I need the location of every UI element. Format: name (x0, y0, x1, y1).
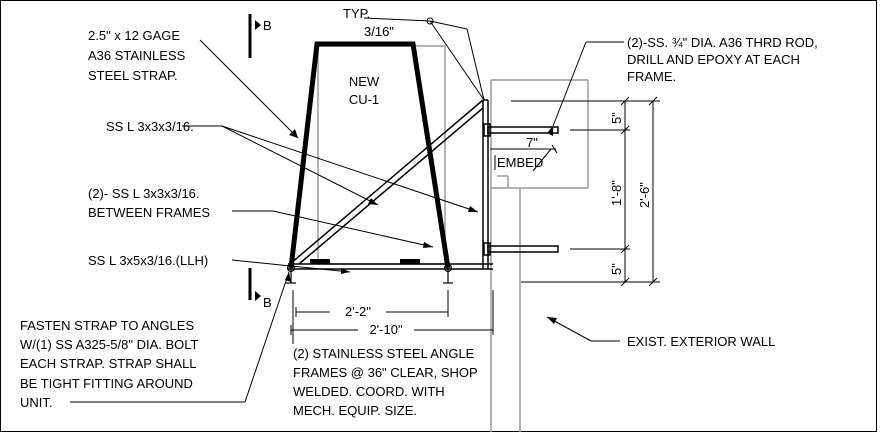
frames-note-line3: WELDED. COORD. WITH (293, 384, 445, 399)
between-frames-note-line1: (2)- SS L 3x3x3/16. (88, 186, 200, 201)
fasten-note-line2: W/(1) SS A325-5/8" DIA. BOLT (20, 337, 199, 352)
wall-label: EXIST. EXTERIOR WALL (627, 334, 775, 349)
typ-label: TYP. (343, 6, 370, 21)
unit-rail-right (400, 259, 420, 264)
threaded-rods (483, 123, 559, 256)
section-cut-bottom: B (248, 268, 272, 310)
weld-symbol-flag (426, 17, 434, 25)
rod-note-line2: DRILL AND EPOXY AT EACH (627, 52, 800, 67)
section-mark-top: B (263, 18, 272, 33)
dim-inner-width-value: 2'-2" (345, 304, 371, 319)
dim-bottom-value: 5" (609, 263, 624, 275)
strap-note-line1: 2.5" x 12 GAGE (88, 28, 180, 43)
unit-label-new: NEW (349, 74, 380, 89)
unit-rail-left (310, 259, 330, 264)
leader-arrowheads (285, 126, 557, 324)
vertical-dimensions (511, 96, 660, 287)
section-mark-bottom: B (263, 295, 272, 310)
existing-wall (490, 79, 589, 432)
angle-top-note: SS L 3x3x3/16. (106, 119, 194, 134)
fasten-note-line1: FASTEN STRAP TO ANGLES (20, 318, 194, 333)
weld-size-label: 3/16" (364, 24, 394, 39)
angle-llh-note: SS L 3x5x3/16.(LLH) (88, 253, 208, 268)
embed-dimension (490, 144, 558, 170)
dim-outer-width-value: 2'-10" (369, 322, 403, 337)
fasten-note-line5: UNIT. (20, 395, 53, 410)
fasten-note-line4: BE TIGHT FITTING AROUND (20, 376, 193, 391)
dim-middle-value: 1'-8" (609, 180, 624, 206)
frames-note-line2: FRAMES @ 36" CLEAR, SHOP (293, 365, 478, 380)
frames-note-line1: (2) STAINLESS STEEL ANGLE (293, 346, 475, 361)
leader-lines (70, 17, 624, 403)
section-cut-top: B (248, 14, 272, 58)
strap-note-line3: STEEL STRAP. (88, 68, 178, 83)
frames-note-line4: MECH. EQUIP. SIZE. (293, 403, 417, 418)
embed-label: EMBED (497, 155, 543, 170)
rod-note-line3: FRAME. (627, 69, 676, 84)
dim-top-value: 5" (609, 112, 624, 124)
between-frames-note-line2: BETWEEN FRAMES (88, 205, 210, 220)
strap-note-line2: A36 STAINLESS (88, 48, 186, 63)
dim-overall-value: 2'-6" (637, 182, 652, 208)
rod-note-line1: (2)-SS. ¾" DIA. A36 THRD ROD, (627, 35, 818, 50)
embed-dimension-value: 7" (526, 135, 538, 150)
fasten-note-line3: EACH STRAP. STRAP SHALL (20, 356, 197, 371)
strap-bolts (286, 262, 453, 284)
stainless-strap (288, 41, 451, 269)
unit-label-id: CU-1 (349, 92, 379, 107)
